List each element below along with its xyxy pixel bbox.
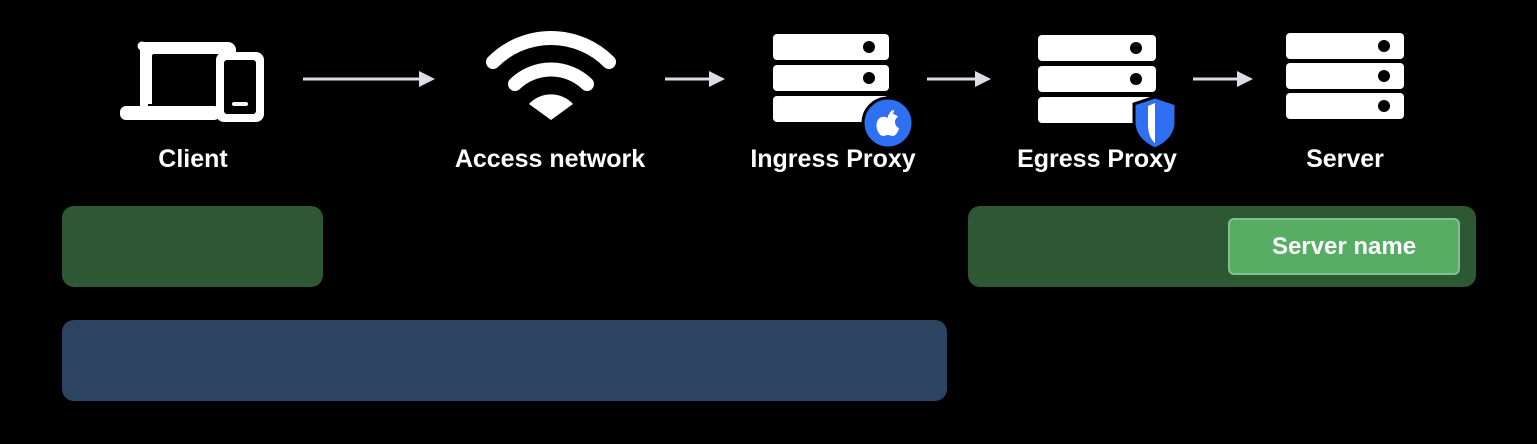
server-icon [773,34,889,122]
edge-arrow-ingress-proxy-to-egress-proxy [927,71,991,87]
node-label-client: Client [158,145,228,173]
client-green-bar [62,206,323,287]
wifi-icon [486,30,616,120]
server-name-pill: Server name [1228,218,1460,275]
server-icon [1038,35,1156,123]
edge-arrow-client-to-access-network [303,71,435,87]
node-label-ingress-proxy: Ingress Proxy [750,145,916,173]
blue-bar [62,320,947,401]
node-label-access-network: Access network [454,145,646,173]
node-label-server: Server [1306,145,1384,173]
edge-arrow-egress-proxy-to-server [1193,71,1253,87]
egress-green-bar: Server name [968,206,1476,287]
node-label-egress-proxy: Egress Proxy [1017,145,1177,173]
shield-icon [1132,95,1178,151]
laptop-phone-icon [120,41,264,122]
apple-logo-icon [861,96,915,150]
edge-arrow-access-network-to-ingress-proxy [665,71,725,87]
server-icon [1286,33,1404,119]
